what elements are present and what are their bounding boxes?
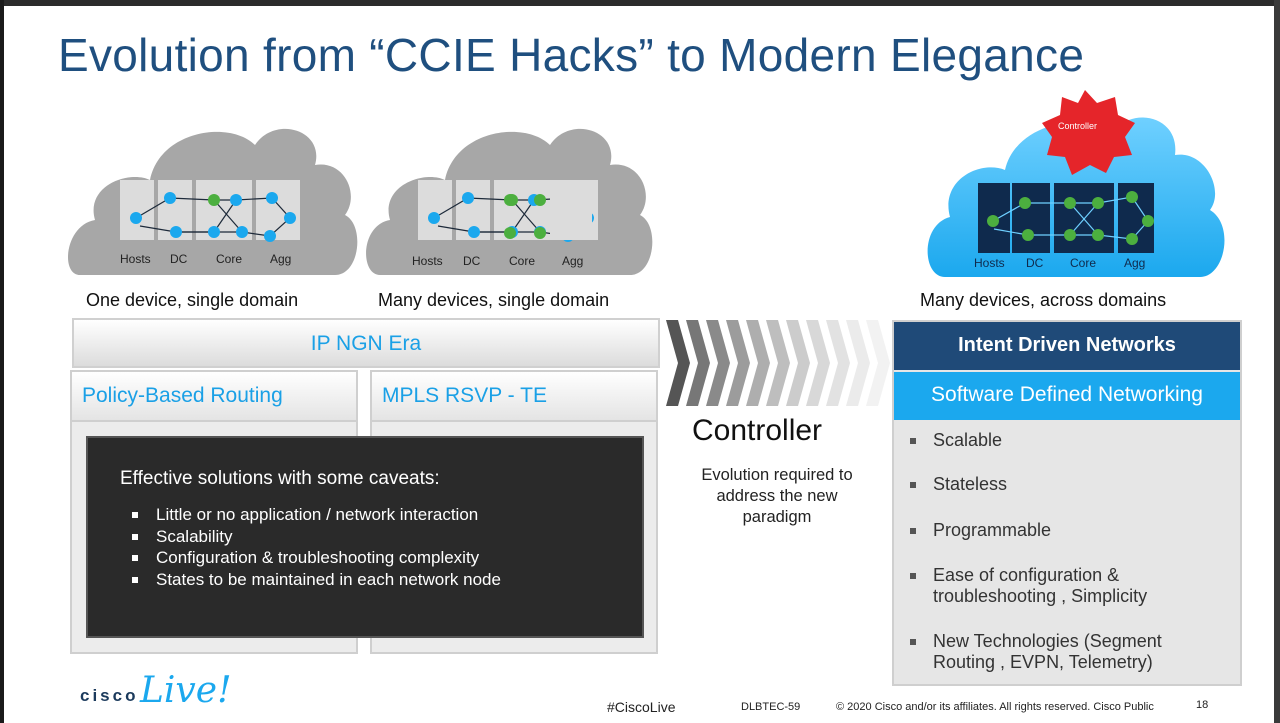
- caveats-list: Little or no application / network inter…: [120, 504, 501, 590]
- cloud1-label-agg: Agg: [270, 252, 292, 266]
- copyright: © 2020 Cisco and/or its affiliates. All …: [836, 701, 1154, 713]
- cloud3-caption: Many devices, across domains: [920, 290, 1167, 310]
- live-logo: Live!: [140, 670, 232, 711]
- cloud1-label-dc: DC: [170, 252, 188, 266]
- intent-driven-banner: Intent Driven Networks: [894, 322, 1240, 370]
- clouds-illustration: [68, 128, 653, 275]
- cloud2-label-agg: Agg: [562, 254, 584, 268]
- benefit-list: Scalable Stateless Programmable Ease of …: [908, 430, 1233, 673]
- caveat-item: Little or no application / network inter…: [120, 504, 501, 526]
- mpls-title: MPLS RSVP - TE: [372, 372, 656, 422]
- evolution-text: Evolution required to address the new pa…: [701, 466, 853, 526]
- cloud3-label-core: Core: [1070, 256, 1097, 270]
- caveats-box: Effective solutions with some caveats: L…: [86, 436, 644, 638]
- cloud3-label-hosts: Hosts: [974, 256, 1005, 270]
- benefit-item: Ease of configuration & troubleshooting …: [908, 565, 1183, 607]
- gear-label: Controller: [1058, 121, 1098, 131]
- benefit-item: Programmable: [908, 520, 1233, 541]
- benefit-item: New Technologies (Segment Routing , EVPN…: [908, 631, 1203, 673]
- controller-gear-icon: [1042, 90, 1135, 175]
- sdn-banner: Software Defined Networking: [894, 372, 1240, 420]
- controller-label: Controller: [692, 414, 823, 447]
- cloud3-label-agg: Agg: [1124, 256, 1146, 270]
- cloud2-label-dc: DC: [463, 254, 481, 268]
- window-right-edge: [1274, 0, 1280, 723]
- caveat-item: States to be maintained in each network …: [120, 569, 501, 591]
- caveat-item: Configuration & troubleshooting complexi…: [120, 547, 501, 569]
- slide-title: Evolution from “CCIE Hacks” to Modern El…: [58, 29, 1085, 81]
- cloud1-label-core: Core: [216, 252, 243, 266]
- cloud2-label-core: Core: [509, 254, 536, 268]
- caveats-heading: Effective solutions with some caveats:: [120, 468, 440, 489]
- benefit-item: Stateless: [908, 474, 1233, 495]
- hashtag: #CiscoLive: [607, 699, 676, 715]
- evolution-chevrons: [666, 320, 890, 406]
- pbr-title: Policy-Based Routing: [72, 372, 356, 422]
- cloud2-label-hosts: Hosts: [412, 254, 443, 268]
- window-left-edge: [0, 0, 4, 723]
- session-code: DLBTEC-59: [741, 701, 801, 713]
- ip-ngn-era-banner: IP NGN Era: [72, 318, 660, 368]
- cloud3-label-dc: DC: [1026, 256, 1044, 270]
- cisco-logo: cisco: [80, 686, 139, 705]
- window-top-edge: [0, 0, 1280, 6]
- page-number: 18: [1196, 699, 1209, 711]
- benefit-item: Scalable: [908, 430, 1233, 451]
- cloud1-caption: One device, single domain: [86, 290, 299, 310]
- cloud1-label-hosts: Hosts: [120, 252, 151, 266]
- sdn-cloud-illustration: [927, 90, 1225, 277]
- caveat-item: Scalability: [120, 526, 501, 548]
- cloud2-caption: Many devices, single domain: [378, 290, 610, 310]
